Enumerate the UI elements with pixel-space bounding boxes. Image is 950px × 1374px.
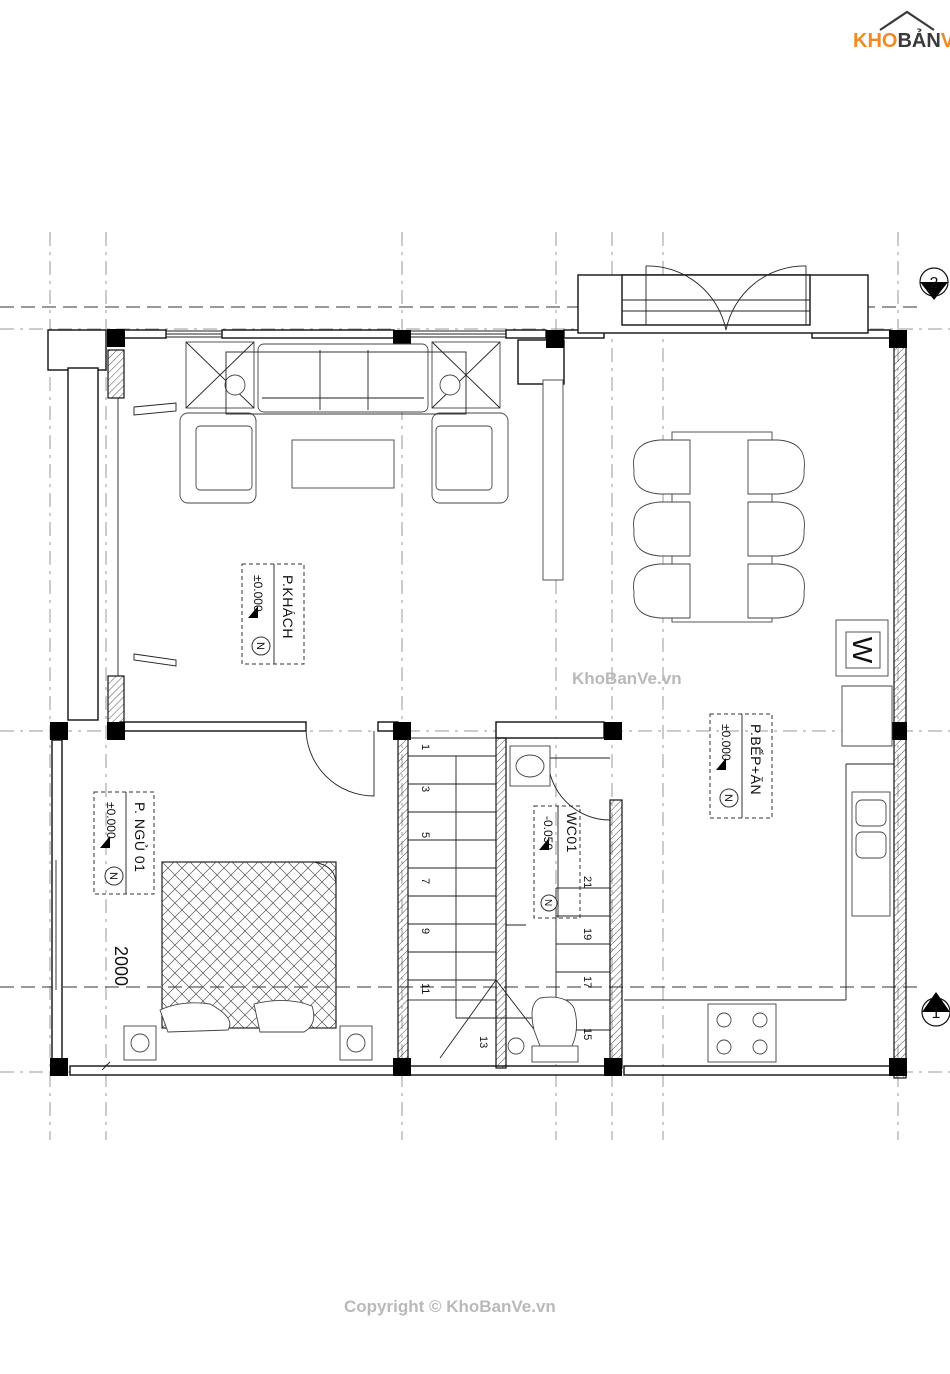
step-17: 17 <box>581 976 593 988</box>
room-tag-bedroom: P. NGỦ 01 ±0.000 N <box>93 791 155 895</box>
living-furniture <box>133 341 564 667</box>
room-level-kitchen: ±0.000 <box>719 724 733 761</box>
room-level-bedroom: ±0.000 <box>104 802 118 839</box>
house-roof-icon <box>879 10 935 31</box>
svg-text:KHOBẢNVẼ: KHOBẢNVẼ <box>853 29 950 52</box>
watermark-copyright: Copyright © KhoBanVe.vn <box>344 1297 556 1316</box>
grid-marker-1-label: 1 <box>932 1005 941 1022</box>
grid-marker-2: 2 <box>919 267 949 300</box>
columns <box>50 329 907 1076</box>
wc-fixtures <box>506 745 579 1063</box>
north-symbol-kitchen: N <box>722 794 734 802</box>
grid-marker-1: 1 <box>921 992 950 1027</box>
brand-ve: VẼ <box>941 29 950 52</box>
step-13: 13 <box>477 1036 489 1048</box>
north-symbol-bedroom: N <box>107 872 119 880</box>
step-5: 5 <box>419 832 431 838</box>
brand-ban: BẢN <box>897 29 940 52</box>
brand-kho: KHO <box>853 30 897 52</box>
step-11: 11 <box>419 983 431 994</box>
room-level-living: ±0.000 <box>251 575 265 612</box>
room-tag-kitchen: P.BẾP+ĂN ±0.000 N <box>709 713 773 819</box>
step-3: 3 <box>419 786 431 792</box>
stair-step-numbers: 1 3 5 7 9 11 13 15 17 19 21 <box>419 744 593 1048</box>
north-symbol-wc: N <box>542 899 553 906</box>
room-level-wc: -0.050 <box>541 816 555 850</box>
room-name-living: P.KHÁCH <box>280 575 296 639</box>
walls <box>47 265 907 1079</box>
bedroom-furniture <box>123 861 373 1061</box>
brand-logo: KHOBẢNVẼ <box>853 10 950 52</box>
step-19: 19 <box>581 928 593 940</box>
staircase: 1 3 5 7 9 11 13 15 17 19 21 <box>407 737 610 1059</box>
north-symbol-living: N <box>254 642 266 650</box>
watermark-center: KhoBanVe.vn <box>572 669 682 688</box>
dimension-label: 2000 <box>111 946 131 986</box>
step-21: 21 <box>581 876 593 888</box>
grid-marker-2-label: 2 <box>930 275 939 292</box>
step-9: 9 <box>419 928 431 934</box>
washer-symbol: W <box>847 637 878 664</box>
step-15: 15 <box>581 1028 593 1040</box>
room-name-bedroom: P. NGỦ 01 <box>132 802 149 872</box>
step-1: 1 <box>419 744 431 750</box>
dining-furniture <box>633 431 805 623</box>
room-name-wc: WC01 <box>564 812 580 853</box>
room-tag-living: P.KHÁCH ±0.000 N <box>241 563 305 665</box>
room-tag-wc: WC01 -0.050 N <box>533 805 581 919</box>
step-7: 7 <box>419 878 431 884</box>
room-name-kitchen: P.BẾP+ĂN <box>748 724 764 795</box>
kitchen-fixtures: W <box>624 619 894 1063</box>
